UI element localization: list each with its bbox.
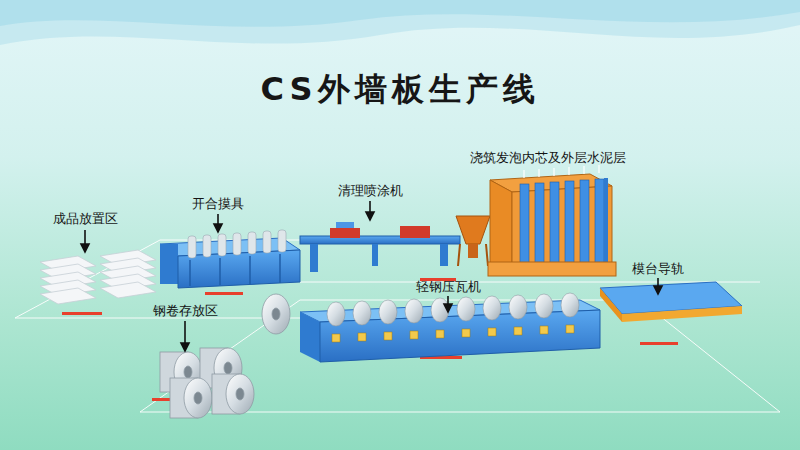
area-label: 浇筑发泡内芯及外层水泥层 (470, 150, 626, 166)
pouring-foaming-machine (488, 165, 616, 276)
area-label: 清理喷涂机 (338, 183, 403, 199)
floor-lines (15, 240, 780, 412)
finished-panels (40, 250, 156, 304)
page-title: CS外墙板生产线 (260, 68, 539, 112)
top-wave (0, 0, 800, 45)
area-label: 开合摸具 (192, 196, 244, 212)
area-label: 钢卷存放区 (153, 303, 218, 319)
area-label: 成品放置区 (53, 211, 118, 227)
leader-arrows (81, 168, 662, 351)
steel-tile-press (300, 293, 600, 362)
area-label: 模台导轨 (632, 261, 684, 277)
mould-frame (160, 230, 300, 288)
area-label: 轻钢压瓦机 (416, 279, 481, 295)
floor-marks (62, 278, 678, 401)
mould-rail (600, 282, 742, 322)
cleaning-spray-machine (300, 222, 460, 272)
hopper (456, 216, 490, 266)
